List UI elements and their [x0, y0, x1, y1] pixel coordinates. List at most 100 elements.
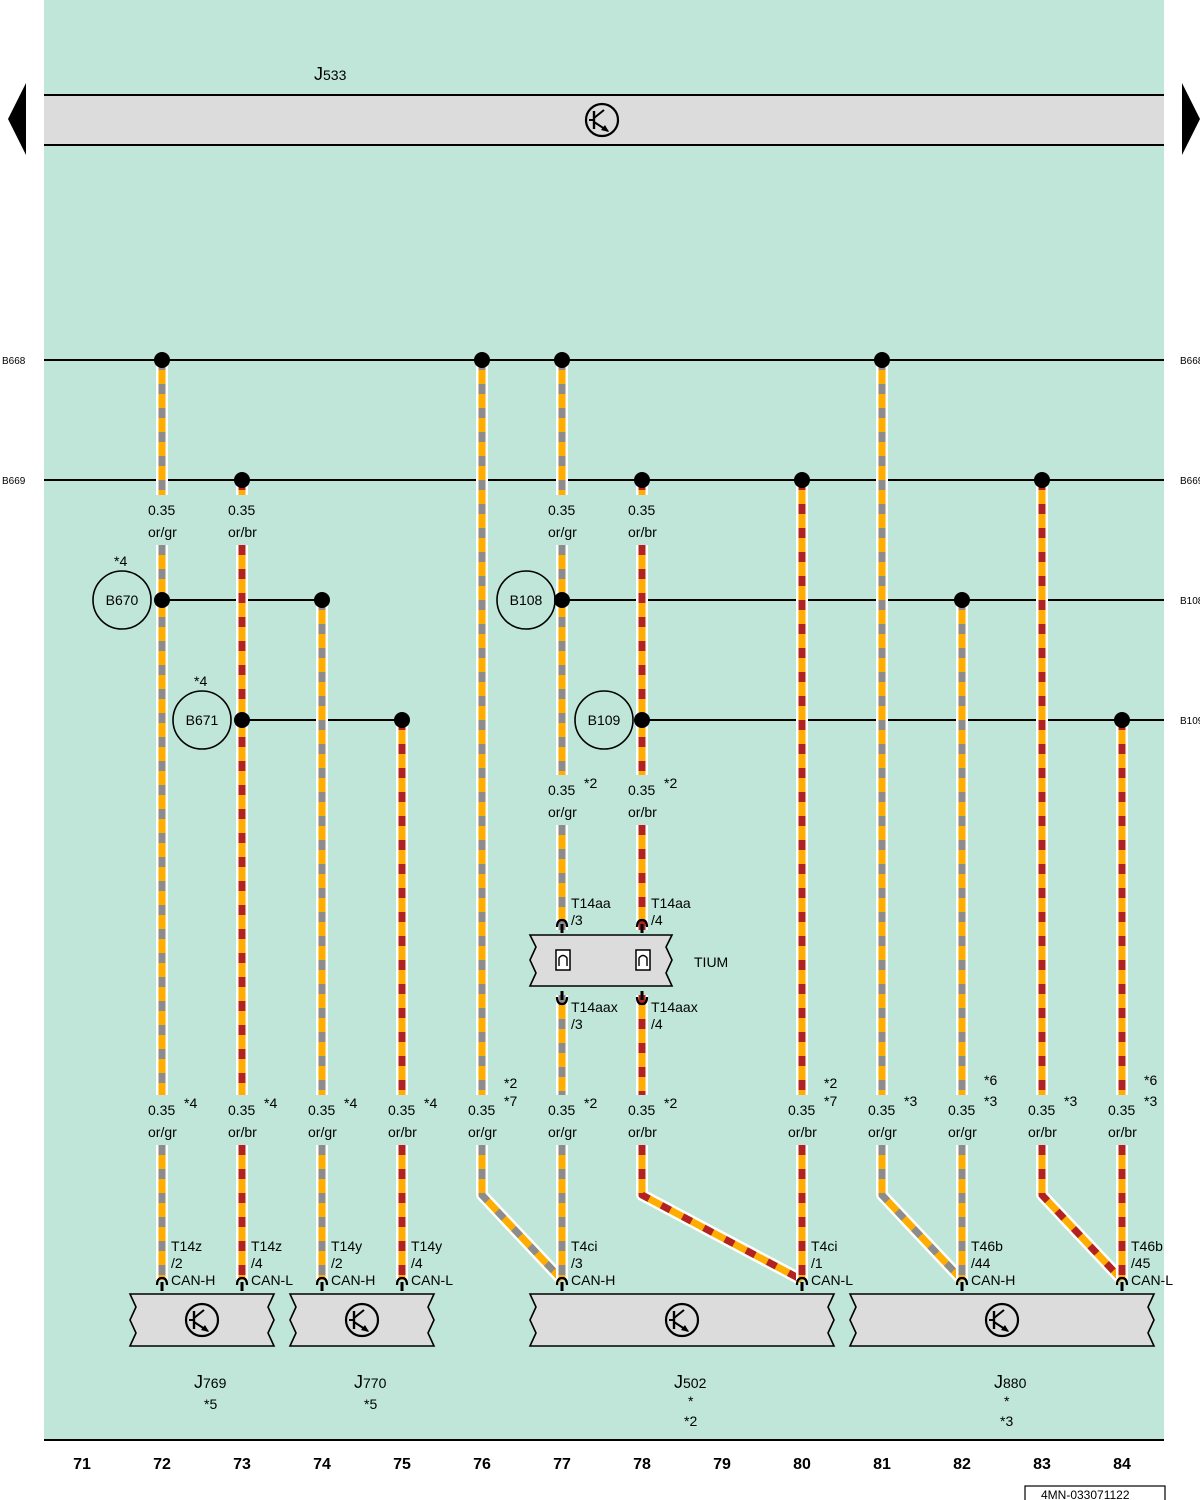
doc-code-box: [1024, 1485, 1166, 1500]
wire-note: *2: [584, 1095, 597, 1111]
junction-dot: [954, 592, 970, 608]
wire-color: or/br: [388, 1124, 417, 1140]
wire-layer: [156, 360, 1128, 1286]
module-note: *: [688, 1393, 694, 1409]
wire-color: or/gr: [468, 1124, 497, 1140]
tium-pin-box: [555, 949, 571, 971]
pin-signal: CAN-L: [811, 1272, 853, 1288]
module-note: *3: [1000, 1413, 1013, 1429]
pin-number: /2: [171, 1255, 183, 1271]
splice-b671-label: B671: [186, 712, 219, 728]
wire-segment: [478, 1145, 565, 1283]
module-j770-label: J770: [354, 1372, 387, 1392]
tium-label: TIUM: [694, 954, 728, 970]
pin-number: /3: [571, 1016, 583, 1032]
module-j880-box: [848, 1293, 1156, 1347]
wire-size: 0.35: [388, 1102, 415, 1118]
module-pin-labels: T14z /2 CAN-H T14z /4 CAN-L T14y /2 CAN-…: [171, 1238, 1173, 1288]
wire-color: or/br: [628, 524, 657, 540]
wire-size: 0.35: [308, 1102, 335, 1118]
pin-connector: T14z: [251, 1238, 282, 1254]
wire-color: or/gr: [148, 1124, 177, 1140]
module-note: *: [1004, 1393, 1010, 1409]
wire-note: *3: [1064, 1093, 1077, 1109]
wire-note: *4: [424, 1095, 437, 1111]
wire-size: 0.35: [148, 1102, 175, 1118]
wire-note: *7: [824, 1093, 837, 1109]
wire-color: or/gr: [548, 524, 577, 540]
pin-number: /3: [571, 912, 583, 928]
track-number: 81: [873, 1456, 891, 1473]
wire-size: 0.35: [948, 1102, 975, 1118]
wire-note: *2: [504, 1075, 517, 1091]
wire-note: *3: [1144, 1093, 1157, 1109]
wire-color: or/br: [788, 1124, 817, 1140]
track-number: 74: [313, 1456, 331, 1473]
wire-color: or/br: [228, 524, 257, 540]
junction-dot: [794, 472, 810, 488]
pin-connector: T14aa: [651, 895, 691, 911]
track-number: 84: [1113, 1456, 1131, 1473]
wire-segment: [878, 1145, 965, 1283]
pin-signal: CAN-H: [171, 1272, 215, 1288]
pin-number: /4: [651, 912, 663, 928]
wire-color: or/br: [1028, 1124, 1057, 1140]
pin-number: /44: [971, 1255, 991, 1271]
wire-color: or/gr: [548, 804, 577, 820]
splice-b670-note: *4: [114, 553, 127, 569]
module-j502-box: [528, 1293, 836, 1347]
track-number: 80: [793, 1456, 811, 1473]
junction-dot: [154, 592, 170, 608]
splice-b108-circle: [496, 570, 556, 630]
bus-label-b669-left: B669: [2, 476, 26, 487]
next-page-arrow-icon[interactable]: [1182, 83, 1200, 155]
previous-page-arrow-icon[interactable]: [8, 83, 26, 155]
track-number: 82: [953, 1456, 971, 1473]
pin-connector: T4ci: [811, 1238, 837, 1254]
pin-number: /4: [251, 1255, 263, 1271]
wire-note: *2: [584, 775, 597, 791]
splice-b671-note: *4: [194, 673, 207, 689]
wire-labels-lower: 0.35 or/gr *4 0.35 or/br *4 0.35 or/gr *…: [148, 1072, 1157, 1140]
wire-note: *2: [664, 775, 677, 791]
wire-color: or/br: [228, 1124, 257, 1140]
wire-color: or/br: [628, 804, 657, 820]
wire-color: or/gr: [548, 1124, 577, 1140]
splice-b109-label: B109: [588, 712, 621, 728]
pin-number: /4: [651, 1016, 663, 1032]
pin-number: /4: [411, 1255, 423, 1271]
module-note: *5: [204, 1396, 217, 1412]
module-j502-label: J502: [674, 1372, 707, 1392]
wire-size: 0.35: [868, 1102, 895, 1118]
wire-note: *2: [824, 1075, 837, 1091]
tium-pin-labels: T14aa /3 T14aa /4 T14aax /3 T14aax /4: [571, 895, 698, 1032]
wire-size: 0.35: [228, 502, 255, 518]
wire-note: *3: [984, 1093, 997, 1109]
pin-connector: T46b: [1131, 1238, 1163, 1254]
junction-dot: [474, 352, 490, 368]
module-note: *5: [364, 1396, 377, 1412]
splice-b108-label: B108: [510, 592, 543, 608]
wire-size: 0.35: [468, 1102, 495, 1118]
wire-note: *6: [984, 1072, 997, 1088]
junction-dot: [314, 592, 330, 608]
module-labels: J769 *5 J770 *5 J502 * *2 J880 * *3: [194, 1372, 1027, 1429]
pin-connector: T4ci: [571, 1238, 597, 1254]
track-number: 77: [553, 1456, 571, 1473]
junction-dot: [1114, 712, 1130, 728]
wire-note: *2: [664, 1095, 677, 1111]
tium-pin-icon: [638, 954, 648, 966]
pin-connector: T14aax: [651, 999, 698, 1015]
module-j770-box: [288, 1293, 436, 1347]
junction-dot: [154, 352, 170, 368]
pin-signal: CAN-L: [1131, 1272, 1173, 1288]
junction-dot: [554, 592, 570, 608]
module-note: *2: [684, 1413, 697, 1429]
pin-connector: T14aax: [571, 999, 618, 1015]
junction-dot: [554, 352, 570, 368]
wire-size: 0.35: [228, 1102, 255, 1118]
wire-color: or/br: [1108, 1124, 1137, 1140]
wire-segment: [638, 1145, 804, 1284]
pin-connector: T46b: [971, 1238, 1003, 1254]
